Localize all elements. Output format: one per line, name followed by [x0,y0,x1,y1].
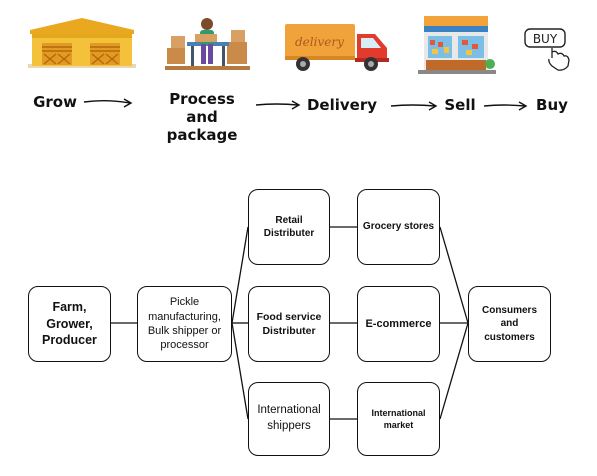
farm-box: Farm, Grower, Producer [28,286,111,362]
packaging-worker-icon [165,18,250,70]
international-shippers-box: International shippers [248,382,330,456]
flow-step-process-and-package: Process and package [166,90,238,144]
arrow-delivery-to-sell [390,101,438,111]
delivery-truck-icon: delivery [285,24,389,71]
arrow-process-to-delivery [255,100,301,110]
processor-box: Pickle manufacturing, Bulk shipper or pr… [137,286,232,362]
connector-processor-international [231,322,249,420]
connector-processor-retail [231,226,249,324]
flow-arrows [83,98,528,111]
flow-step-sell: Sell [444,96,476,114]
storefront-icon [418,16,496,74]
connector-market-consumers [439,322,469,420]
truck-label: delivery [295,35,344,49]
grocery-stores-box: Grocery stores [357,189,440,265]
buy-hand-icon: BUY [524,28,570,71]
buy-icon-text: BUY [533,32,558,46]
food-service-distributer-box: Food service Distributer [248,286,330,362]
flow-step-delivery: Delivery [306,96,378,114]
flow-step-grow: Grow [33,93,77,111]
retail-distributer-box: Retail Distributer [248,189,330,265]
flow-step-buy: Buy [536,96,568,114]
warehouse-icon [28,18,136,68]
consumers-box: Consumers and customers [468,286,551,362]
arrow-grow-to-process [83,98,133,108]
connector-grocery-consumers [439,226,469,324]
arrow-sell-to-buy [483,101,528,111]
e-commerce-box: E-commerce [357,286,440,362]
international-market-box: International market [357,382,440,456]
